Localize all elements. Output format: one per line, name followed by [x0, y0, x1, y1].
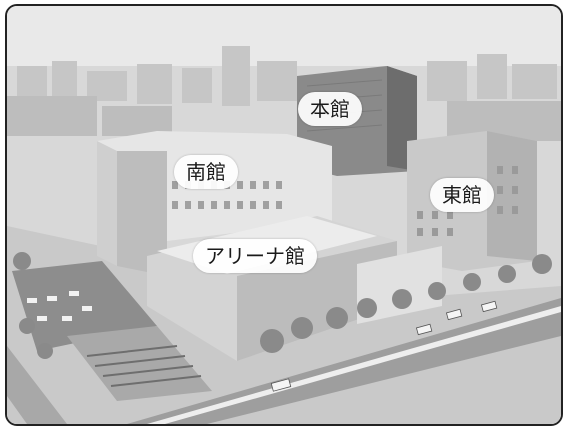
campus-aerial-rendering [7, 6, 561, 424]
campus-rendering-frame: 本館 南館 東館 アリーナ館 [5, 4, 563, 426]
building-label-honkan: 本館 [298, 92, 362, 126]
building-label-arena: アリーナ館 [193, 239, 317, 273]
building-label-higashikan: 東館 [430, 178, 494, 212]
building-label-minamikan: 南館 [174, 155, 238, 189]
